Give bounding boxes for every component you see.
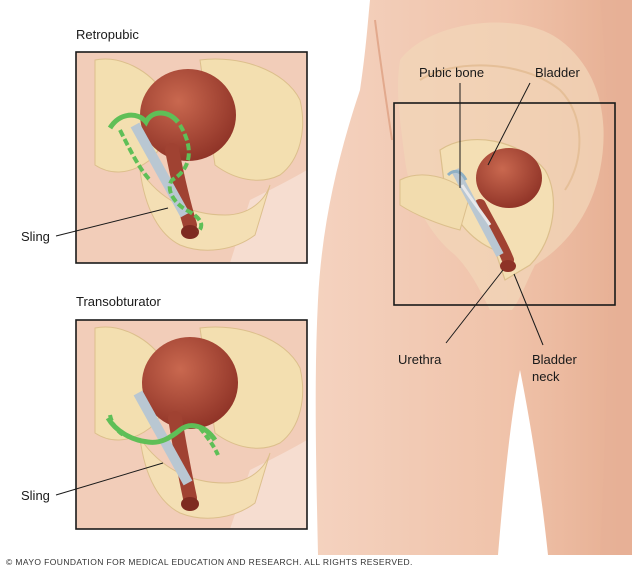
leader-lines (55, 82, 544, 496)
bladder-shape-large (476, 148, 542, 208)
sling-retropubic (107, 110, 180, 130)
bladder-label: Bladder (535, 65, 580, 80)
bladder-shape-transobturator (142, 337, 238, 429)
pubic-bone-label: Pubic bone (419, 65, 485, 80)
urethra-label: Urethra (398, 352, 442, 367)
transobturator-panel (75, 319, 308, 530)
large-detail-box (393, 102, 616, 306)
bladder-neck-label-line1: Bladder (532, 352, 577, 367)
bladder-neck-label-line2: neck (532, 369, 560, 384)
bladder-shape-retropubic (140, 69, 236, 161)
retropubic-panel (75, 51, 308, 264)
sling-label-retropubic: Sling (21, 229, 50, 244)
transobturator-title: Transobturator (76, 294, 161, 309)
sling-label-transobturator: Sling (21, 488, 50, 503)
retropubic-title: Retropubic (76, 27, 139, 42)
sling-transobturator (105, 416, 218, 445)
ligament-large (451, 168, 504, 257)
copyright-notice: © MAYO FOUNDATION FOR MEDICAL EDUCATION … (6, 557, 413, 567)
